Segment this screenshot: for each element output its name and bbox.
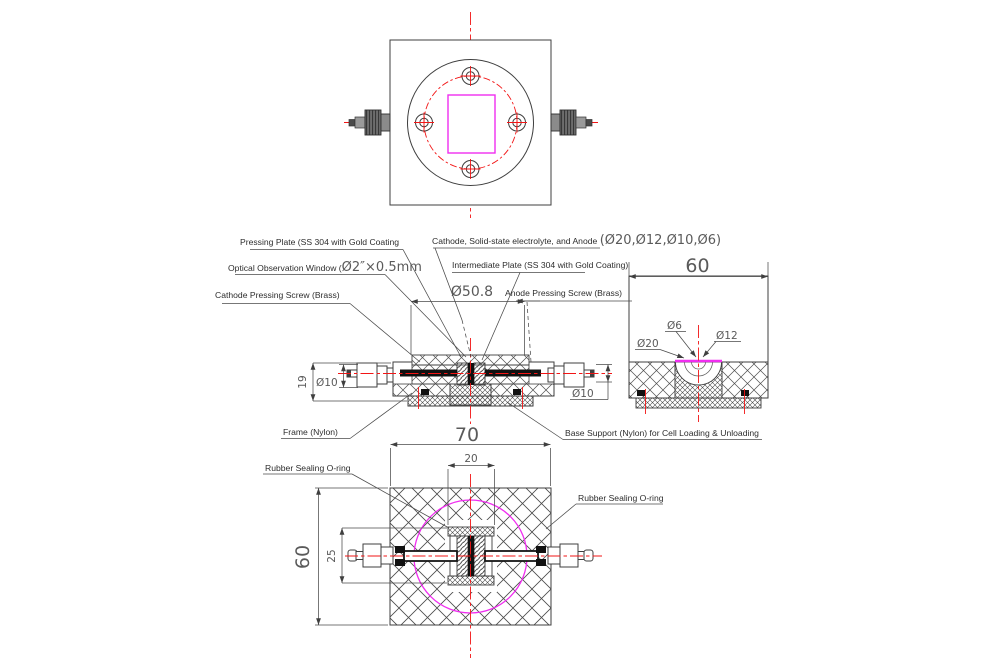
dim-detail-width-text: 60 (685, 255, 709, 277)
section-view (338, 338, 612, 424)
observation-window-rect (447, 94, 496, 154)
dim-cavity-small: Ø6 (665, 320, 697, 358)
label-cathode-screw: Cathode Pressing Screw (Brass) (215, 290, 340, 300)
dim-detail-width: 60 (628, 255, 769, 279)
bottom-view (345, 474, 602, 658)
label-intermediate-plate: Intermediate Plate (SS 304 with Gold Coa… (452, 260, 628, 270)
dim-screw-right: Ø10 (570, 364, 612, 400)
dim-section-height: 19 (297, 362, 407, 402)
dim-screw-left: Ø10 (316, 364, 358, 389)
cathode-rod (400, 369, 457, 377)
oring-groove-bottom (447, 575, 495, 586)
left-screw-top-view (348, 109, 391, 136)
right-screw-bottom-view (547, 543, 594, 568)
label-cell-stack: Cathode, Solid-state electrolyte, and An… (432, 233, 721, 248)
oring-section-right (513, 389, 521, 395)
dim-window-height: 25 (326, 527, 447, 584)
left-screw-section (346, 362, 394, 388)
dim-window-height-text: 25 (326, 549, 338, 562)
dim-screw-left-text: Ø10 (316, 377, 338, 389)
label-oring-left: Rubber Sealing O-ring (265, 463, 351, 473)
label-pressing-plate: Pressing Plate (SS 304 with Gold Coating (240, 237, 399, 247)
cell-stack-section (468, 363, 474, 385)
left-screw-bottom-view (347, 543, 394, 568)
dim-cavity-small-text: Ø6 (667, 320, 682, 332)
pressing-plate-circle (407, 59, 534, 186)
dim-frame-width-text: 70 (455, 424, 479, 446)
label-frame: Frame (Nylon) (283, 427, 338, 437)
dim-frame-width: 70 (390, 424, 551, 486)
anode-piston (473, 362, 486, 386)
dim-cavity-outer: Ø20 (635, 338, 685, 359)
label-base-support: Base Support (Nylon) for Cell Loading & … (565, 428, 759, 438)
dim-plate-diameter-text: Ø50.8 (451, 284, 493, 300)
top-view (344, 12, 598, 218)
callout-labels: Pressing Plate (SS 304 with Gold Coating… (215, 233, 762, 530)
bolt-holes (414, 66, 527, 179)
label-anode-screw: Anode Pressing Screw (Brass) (505, 288, 622, 298)
cathode-piston (456, 362, 469, 386)
dim-square-height-text: 60 (292, 545, 314, 569)
label-oring-right: Rubber Sealing O-ring (578, 493, 664, 503)
oring-section-left (421, 389, 429, 395)
dim-cavity-mid-text: Ø12 (716, 330, 738, 342)
dim-cavity-outer-text: Ø20 (637, 338, 659, 350)
right-screw-top-view (550, 109, 593, 136)
dim-window-width-text: 20 (464, 453, 477, 465)
cell-stack-bottom-view (468, 536, 474, 576)
dim-screw-right-text: Ø10 (572, 388, 594, 400)
dim-window-width: 20 (447, 453, 495, 525)
anode-rod (485, 369, 541, 377)
dim-plate-diameter: Ø50.8 (410, 284, 525, 355)
dim-section-height-text: 19 (297, 375, 309, 388)
dim-square-height: 60 (292, 487, 388, 626)
right-screw-section (547, 362, 595, 388)
oring-groove-top (447, 526, 495, 537)
detail-view (628, 275, 769, 422)
dim-cavity-mid: Ø12 (702, 330, 741, 358)
label-optical-window: Optical Observation Window (Ø2″×0.5mm (228, 260, 422, 275)
